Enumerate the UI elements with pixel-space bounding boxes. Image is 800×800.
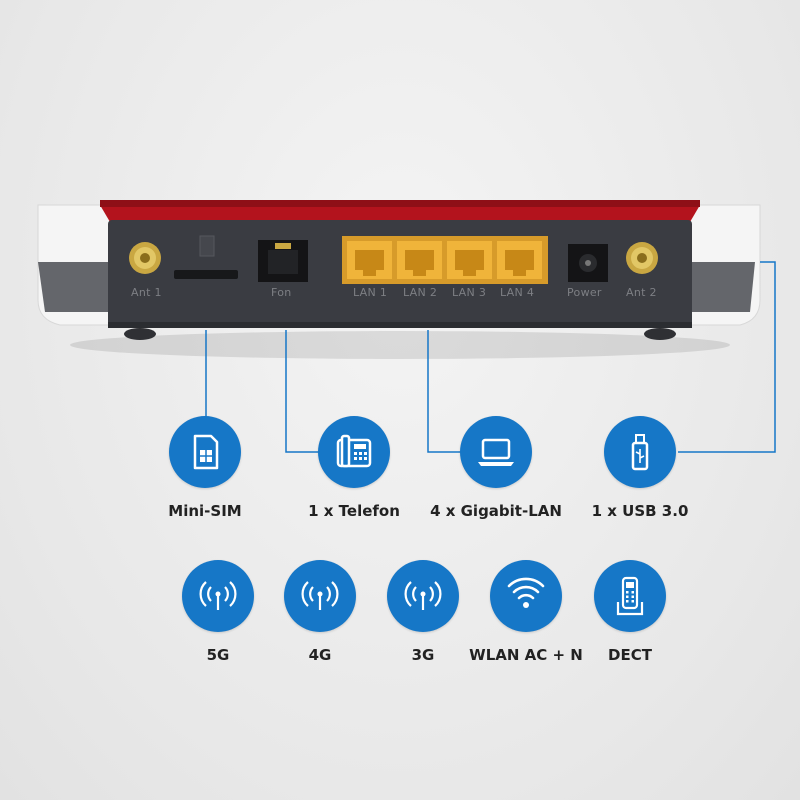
power-jack <box>568 244 608 282</box>
usb-stick-icon <box>604 416 676 488</box>
feature-label: Mini-SIM <box>168 502 242 520</box>
feature-label: 1 x Telefon <box>308 502 400 520</box>
router-red-band <box>100 205 700 222</box>
feature-label: WLAN AC + N <box>469 646 583 664</box>
port-label-ant2: Ant 2 <box>626 286 657 299</box>
port-label-lan1: LAN 1 <box>353 286 388 299</box>
router-right-cap-dark <box>690 262 755 312</box>
sim-card-icon <box>169 416 241 488</box>
feature-label: 4 x Gigabit-LAN <box>430 502 562 520</box>
antenna-signal-icon <box>182 560 254 632</box>
dect-phone-icon <box>594 560 666 632</box>
router-foot <box>644 328 676 340</box>
port-label-lan3: LAN 3 <box>452 286 487 299</box>
port-label-power: Power <box>567 286 602 299</box>
router-red-band-top <box>100 200 700 207</box>
feature-label: 4G <box>308 646 332 664</box>
port-label-lan2: LAN 2 <box>403 286 438 299</box>
antenna-signal-icon <box>284 560 356 632</box>
sim-slot <box>174 270 238 279</box>
feature-4g: 4G <box>230 560 410 664</box>
feature-5g: 5G <box>128 560 308 664</box>
feature-label: 5G <box>206 646 230 664</box>
feature-usb: 1 x USB 3.0 <box>550 416 730 520</box>
callout-line-usb <box>678 261 776 453</box>
router-shadow <box>70 331 730 359</box>
port-label-lan4: LAN 4 <box>500 286 535 299</box>
callout-lines <box>205 261 776 453</box>
lan-ports <box>342 236 548 284</box>
router-foot <box>124 328 156 340</box>
feature-label: 1 x USB 3.0 <box>591 502 689 520</box>
port-label-fon: Fon <box>271 286 292 299</box>
feature-wlan: WLAN AC + N <box>436 560 616 664</box>
feature-3g: 3G <box>333 560 513 664</box>
wifi-icon <box>490 560 562 632</box>
feature-gigabit-lan: 4 x Gigabit-LAN <box>406 416 586 520</box>
antenna-signal-icon <box>387 560 459 632</box>
antenna-connector-2 <box>626 242 658 274</box>
feature-label: DECT <box>608 646 652 664</box>
router-body-bottom <box>108 322 692 328</box>
feature-telefon: 1 x Telefon <box>264 416 444 520</box>
feature-dect: DECT <box>540 560 720 664</box>
callout-line-lan <box>427 330 462 453</box>
feature-mini-sim: Mini-SIM <box>115 416 295 520</box>
feature-label: 3G <box>411 646 435 664</box>
callout-line-telefon <box>285 330 320 453</box>
phone-jack <box>258 240 308 282</box>
telephone-icon <box>318 416 390 488</box>
laptop-icon <box>460 416 532 488</box>
port-label-ant1: Ant 1 <box>131 286 162 299</box>
sim-slot-mark <box>199 235 215 257</box>
router-left-cap-dark <box>38 262 110 312</box>
antenna-connector-1 <box>129 242 161 274</box>
